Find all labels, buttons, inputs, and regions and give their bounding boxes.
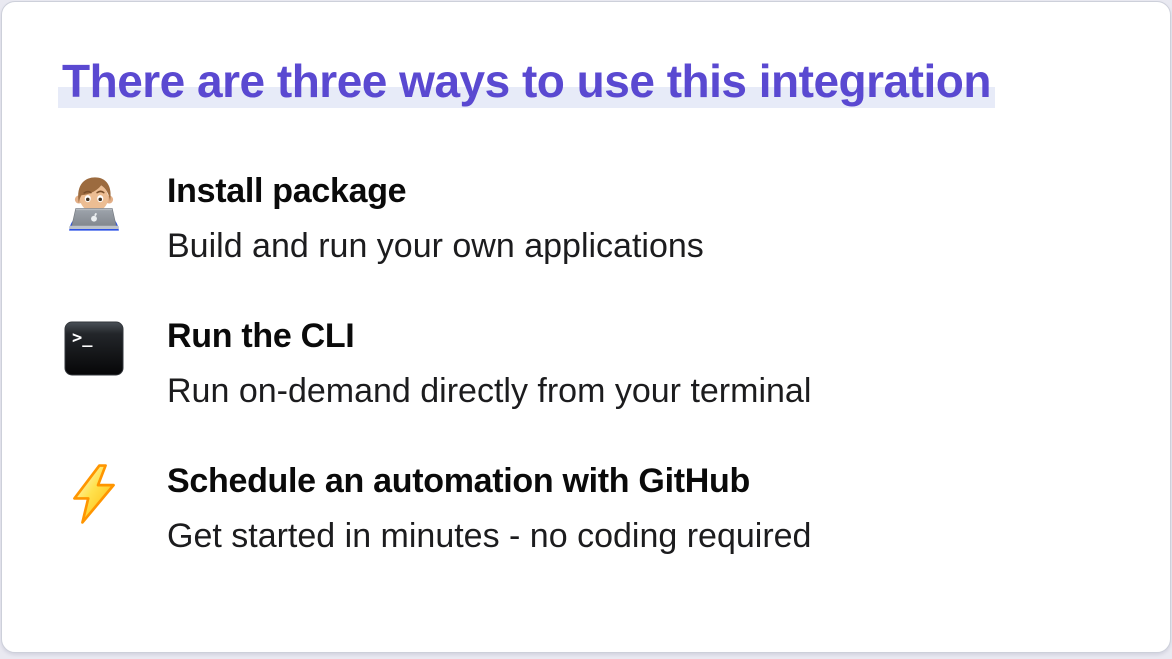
- list-item-run-cli: >_ Run the CLI Run on-demand directly fr…: [62, 315, 1112, 412]
- item-text-block: Schedule an automation with GitHub Get s…: [167, 460, 811, 557]
- list-item-install-package: Install package Build and run your own a…: [62, 170, 1112, 267]
- terminal-prompt-glyph: >_: [72, 328, 93, 348]
- page-title: There are three ways to use this integra…: [58, 54, 1112, 108]
- item-description: Get started in minutes - no coding requi…: [167, 516, 812, 555]
- page-title-text: There are three ways to use this integra…: [58, 55, 995, 108]
- item-title: Install package: [167, 172, 407, 211]
- lightning-bolt-icon: [62, 462, 126, 526]
- item-description: Run on-demand directly from your termina…: [167, 371, 812, 410]
- item-title: Schedule an automation with GitHub: [167, 462, 750, 501]
- integration-options-list: Install package Build and run your own a…: [62, 170, 1112, 557]
- item-text-block: Install package Build and run your own a…: [167, 170, 704, 267]
- list-item-schedule-automation: Schedule an automation with GitHub Get s…: [62, 460, 1112, 557]
- item-text-block: Run the CLI Run on-demand directly from …: [167, 315, 811, 412]
- item-description: Build and run your own applications: [167, 226, 704, 265]
- terminal-icon: >_: [62, 317, 126, 381]
- item-title: Run the CLI: [167, 317, 355, 356]
- technologist-icon: [62, 172, 126, 236]
